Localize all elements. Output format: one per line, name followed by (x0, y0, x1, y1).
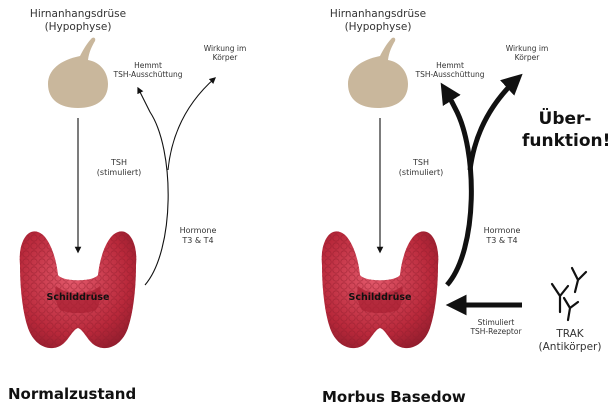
pituitary-gland-icon (348, 38, 408, 108)
effect-arrow (168, 78, 215, 170)
hormones-label-line2: T3 & T4 (472, 236, 532, 246)
inhibit-label: Hemmt TSH-Ausschüttung (108, 61, 188, 80)
effect-label-line1: Wirkung im (192, 44, 258, 53)
tsh-label-line2: (stimuliert) (386, 168, 456, 178)
hormones-label: Hormone T3 & T4 (472, 226, 532, 246)
pituitary-title-line1: Hirnanhangsdrüse (22, 8, 134, 21)
feedback-arrow-bold (444, 88, 471, 285)
effect-label-line2: Körper (192, 53, 258, 62)
antibody-icon (552, 268, 586, 320)
inhibit-label-line1: Hemmt (410, 61, 490, 70)
trak-label-line2: (Antikörper) (532, 341, 608, 354)
stimulates-label-line2: TSH-Rezeptor (458, 327, 534, 336)
effect-label-line2: Körper (494, 53, 560, 62)
trak-label-line1: TRAK (532, 328, 608, 341)
inhibit-label-line2: TSH-Ausschüttung (108, 70, 188, 79)
caption-normal: Normalzustand (8, 385, 168, 404)
hormones-label-line1: Hormone (168, 226, 228, 236)
stimulates-label-line1: Stimuliert (458, 318, 534, 327)
inhibit-label-line2: TSH-Ausschüttung (410, 70, 490, 79)
tsh-label: TSH (stimuliert) (84, 158, 154, 178)
tsh-label-line2: (stimuliert) (84, 168, 154, 178)
pituitary-title: Hirnanhangsdrüse (Hypophyse) (22, 8, 134, 34)
pituitary-title: Hirnanhangsdrüse (Hypophyse) (322, 8, 434, 34)
hormones-label: Hormone T3 & T4 (168, 226, 228, 246)
overfunction-label: Über- funktion! (522, 108, 608, 152)
trak-label: TRAK (Antikörper) (532, 328, 608, 354)
pituitary-title-line1: Hirnanhangsdrüse (322, 8, 434, 21)
overfunction-label-line1: Über- (522, 108, 608, 130)
effect-label-line1: Wirkung im (494, 44, 560, 53)
effect-label: Wirkung im Körper (494, 44, 560, 63)
hormones-label-line1: Hormone (472, 226, 532, 236)
caption-basedow: Morbus Basedow (322, 388, 472, 407)
thyroid-label: Schilddrüse (28, 292, 128, 304)
tsh-label-line1: TSH (386, 158, 456, 168)
overfunction-label-line2: funktion! (522, 130, 608, 152)
hormones-label-line2: T3 & T4 (168, 236, 228, 246)
pituitary-gland-icon (48, 38, 108, 108)
pituitary-title-line2: (Hypophyse) (22, 21, 134, 34)
thyroid-label: Schilddrüse (330, 292, 430, 304)
feedback-arrow (138, 88, 168, 285)
tsh-label-line1: TSH (84, 158, 154, 168)
effect-label: Wirkung im Körper (192, 44, 258, 63)
effect-arrow-bold (470, 78, 518, 170)
stimulates-label: Stimuliert TSH-Rezeptor (458, 318, 534, 337)
tsh-label: TSH (stimuliert) (386, 158, 456, 178)
inhibit-label: Hemmt TSH-Ausschüttung (410, 61, 490, 80)
inhibit-label-line1: Hemmt (108, 61, 188, 70)
pituitary-title-line2: (Hypophyse) (322, 21, 434, 34)
